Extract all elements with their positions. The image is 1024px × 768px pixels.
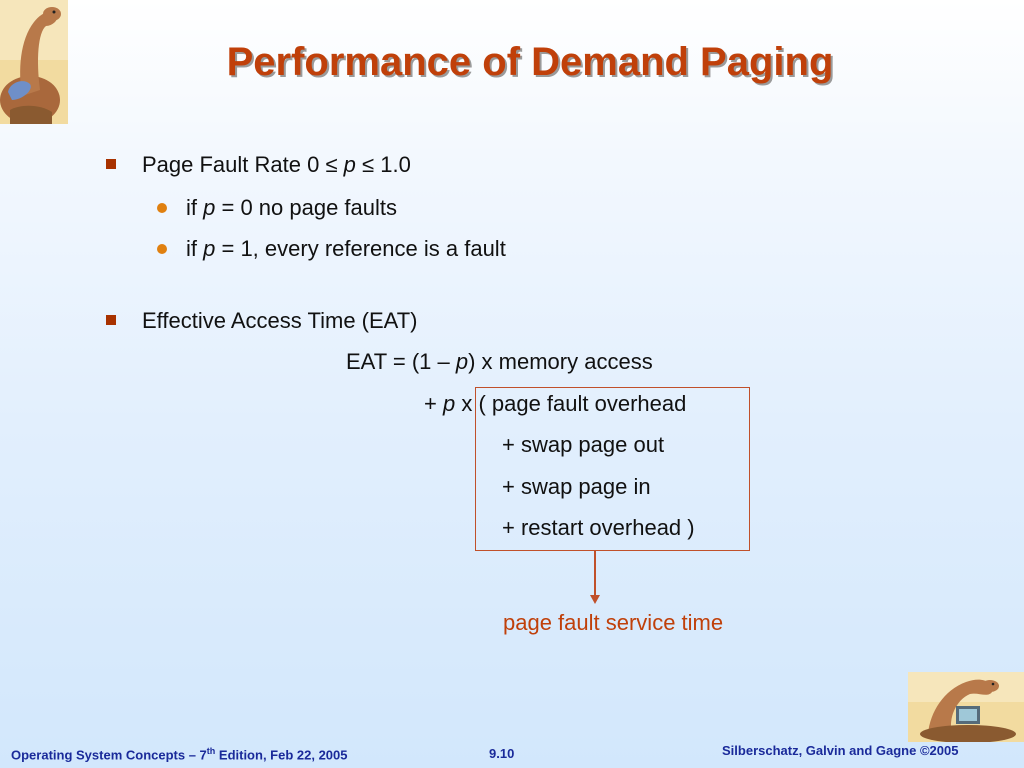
- arrow-line: [594, 551, 596, 597]
- subbullet-every-fault: if p = 1, every reference is a fault: [186, 236, 506, 261]
- footer-copyright: Silberschatz, Galvin and Gagne ©2005: [722, 743, 959, 758]
- formula-line-1: EAT = (1 – p) x memory access: [346, 349, 653, 374]
- dinosaur-logo-top: [0, 0, 68, 124]
- bullet-page-fault-rate: Page Fault Rate 0 ≤ p ≤ 1.0: [142, 152, 411, 177]
- formula-line-5: + restart overhead ): [502, 515, 695, 540]
- bullet-eat: Effective Access Time (EAT): [142, 308, 418, 333]
- formula-line-2: + p x ( page fault overhead: [424, 391, 687, 416]
- formula-line-4: + swap page in: [502, 474, 651, 499]
- slide-title: Performance of Demand Paging: [226, 40, 834, 84]
- round-bullet-icon: [157, 203, 167, 213]
- dinosaur-logo-bottom: [908, 672, 1024, 743]
- square-bullet-icon: [106, 315, 116, 325]
- arrow-down-icon: [590, 595, 600, 604]
- footer-book-title: Operating System Concepts – 7th Edition,…: [11, 746, 348, 763]
- round-bullet-icon: [157, 244, 167, 254]
- subbullet-no-faults: if p = 0 no page faults: [186, 195, 398, 220]
- formula-line-3: + swap page out: [502, 432, 665, 457]
- service-time-box: [475, 387, 750, 551]
- footer-page-number: 9.10: [489, 746, 515, 761]
- service-time-annotation: page fault service time: [503, 610, 724, 635]
- square-bullet-icon: [106, 159, 116, 169]
